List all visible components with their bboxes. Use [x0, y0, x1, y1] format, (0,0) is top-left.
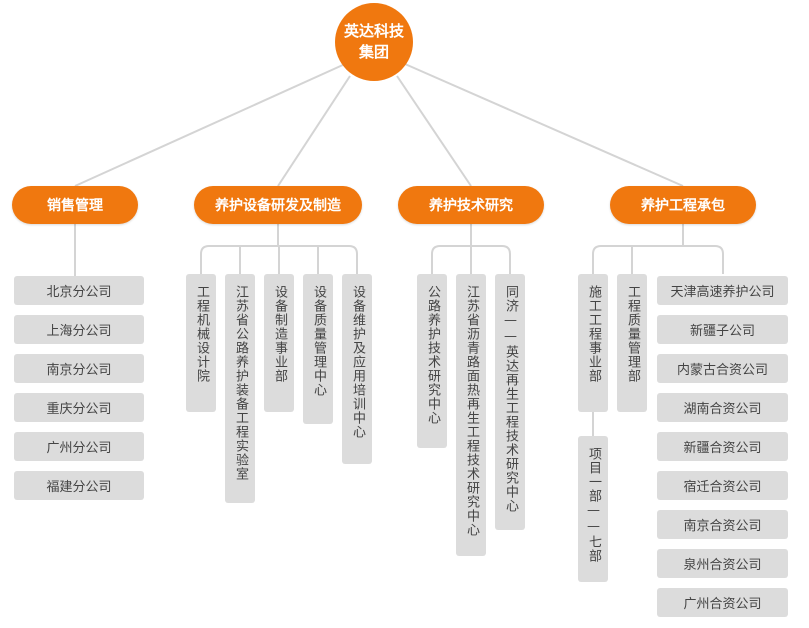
equipment-unit: 设备维护及应用培训中心 [342, 274, 372, 464]
subsidiary-company: 天津高速养护公司 [657, 276, 788, 305]
group-root-node: 英达科技 集团 [335, 3, 413, 81]
category-engineering: 养护工程承包 [610, 186, 756, 224]
project-departments: 项目一部——七部 [578, 436, 608, 582]
root-title-line1: 英达科技 [343, 22, 404, 40]
subsidiary-company: 广州合资公司 [657, 588, 788, 617]
equipment-unit: 设备制造事业部 [264, 274, 294, 412]
sales-branch: 福建分公司 [14, 471, 144, 500]
equipment-unit: 设备质量管理中心 [303, 274, 333, 424]
research-unit: 同济——英达再生工程技术研究中心 [495, 274, 525, 530]
equipment-unit: 江苏省公路养护装备工程实验室 [225, 274, 255, 503]
category-equipment: 养护设备研发及制造 [194, 186, 362, 224]
sales-branch: 广州分公司 [14, 432, 144, 461]
subsidiary-company: 泉州合资公司 [657, 549, 788, 578]
sales-branch: 重庆分公司 [14, 393, 144, 422]
subsidiary-company: 湖南合资公司 [657, 393, 788, 422]
quality-dept: 工程质量管理部 [617, 274, 647, 412]
subsidiary-company: 内蒙古合资公司 [657, 354, 788, 383]
research-unit: 公路养护技术研究中心 [417, 274, 447, 448]
root-title-line2: 集团 [358, 43, 389, 61]
subsidiary-company: 南京合资公司 [657, 510, 788, 539]
category-sales: 销售管理 [12, 186, 138, 224]
subsidiary-company: 新疆子公司 [657, 315, 788, 344]
category-research: 养护技术研究 [398, 186, 544, 224]
equipment-unit: 工程机械设计院 [186, 274, 216, 412]
sales-branch: 南京分公司 [14, 354, 144, 383]
construction-dept: 施工工程事业部 [578, 274, 608, 412]
sales-branch: 北京分公司 [14, 276, 144, 305]
subsidiary-company: 宿迁合资公司 [657, 471, 788, 500]
research-unit: 江苏省沥青路面热再生工程技术研究中心 [456, 274, 486, 556]
sales-branch: 上海分公司 [14, 315, 144, 344]
subsidiary-company: 新疆合资公司 [657, 432, 788, 461]
